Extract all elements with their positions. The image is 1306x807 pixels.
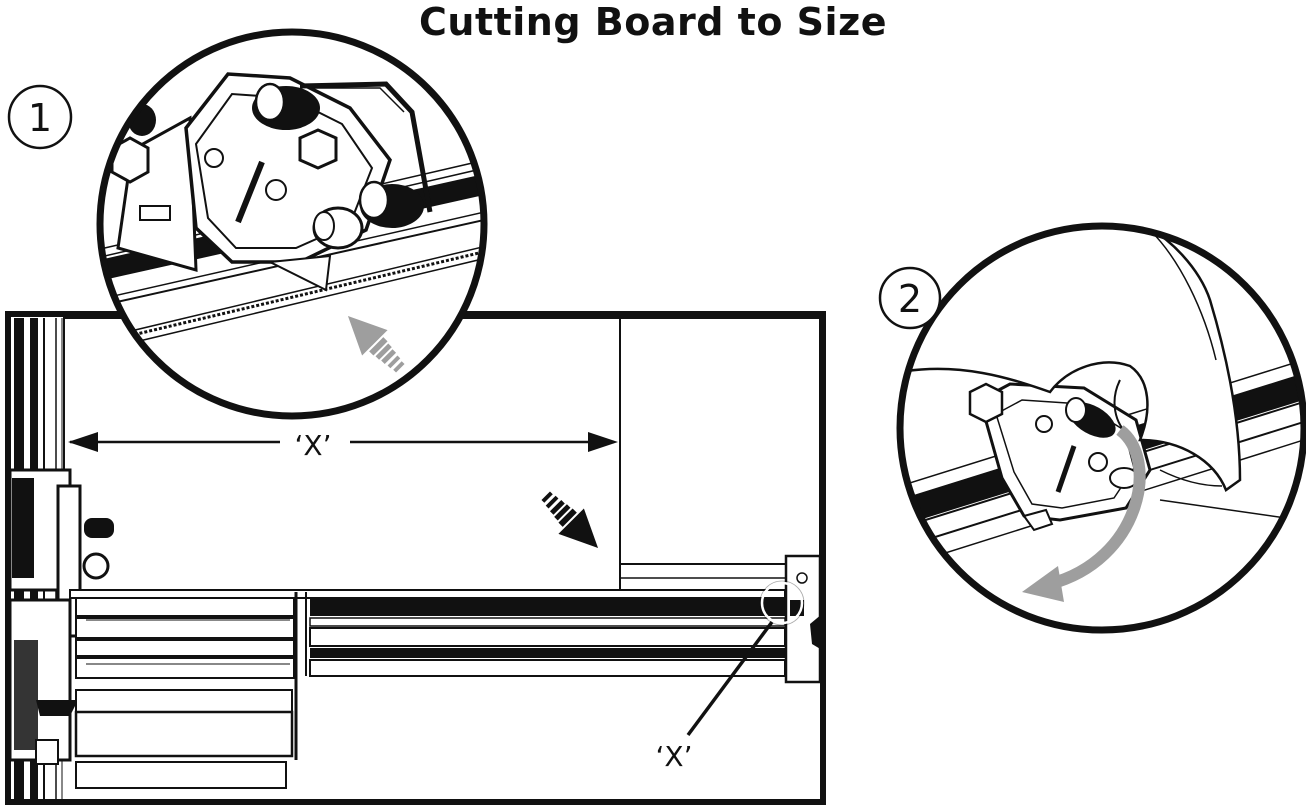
cutting-table-view	[5, 311, 826, 805]
step-badge-2: 2	[878, 266, 942, 330]
detail-view-2	[896, 222, 1306, 634]
svg-text:1: 1	[28, 96, 52, 140]
dimension-label: ‘X’	[295, 429, 332, 462]
step-badge-1: 1	[7, 84, 73, 150]
callout-label: ‘X’	[656, 740, 693, 773]
push-arrow-gray	[347, 315, 405, 373]
end-stop	[784, 554, 822, 684]
push-arrow-black	[541, 491, 599, 549]
callout-leader	[686, 620, 774, 737]
rotation-arrow	[1048, 425, 1146, 590]
base-blocks	[74, 597, 295, 789]
detail-view-1	[96, 28, 488, 420]
horizontal-rail	[69, 589, 786, 760]
diagram-title: Cutting Board to Size	[419, 0, 887, 44]
cutter-head	[8, 468, 116, 765]
offcut-panel	[619, 317, 821, 565]
svg-text:2: 2	[898, 277, 922, 321]
dimension-x	[68, 432, 618, 452]
